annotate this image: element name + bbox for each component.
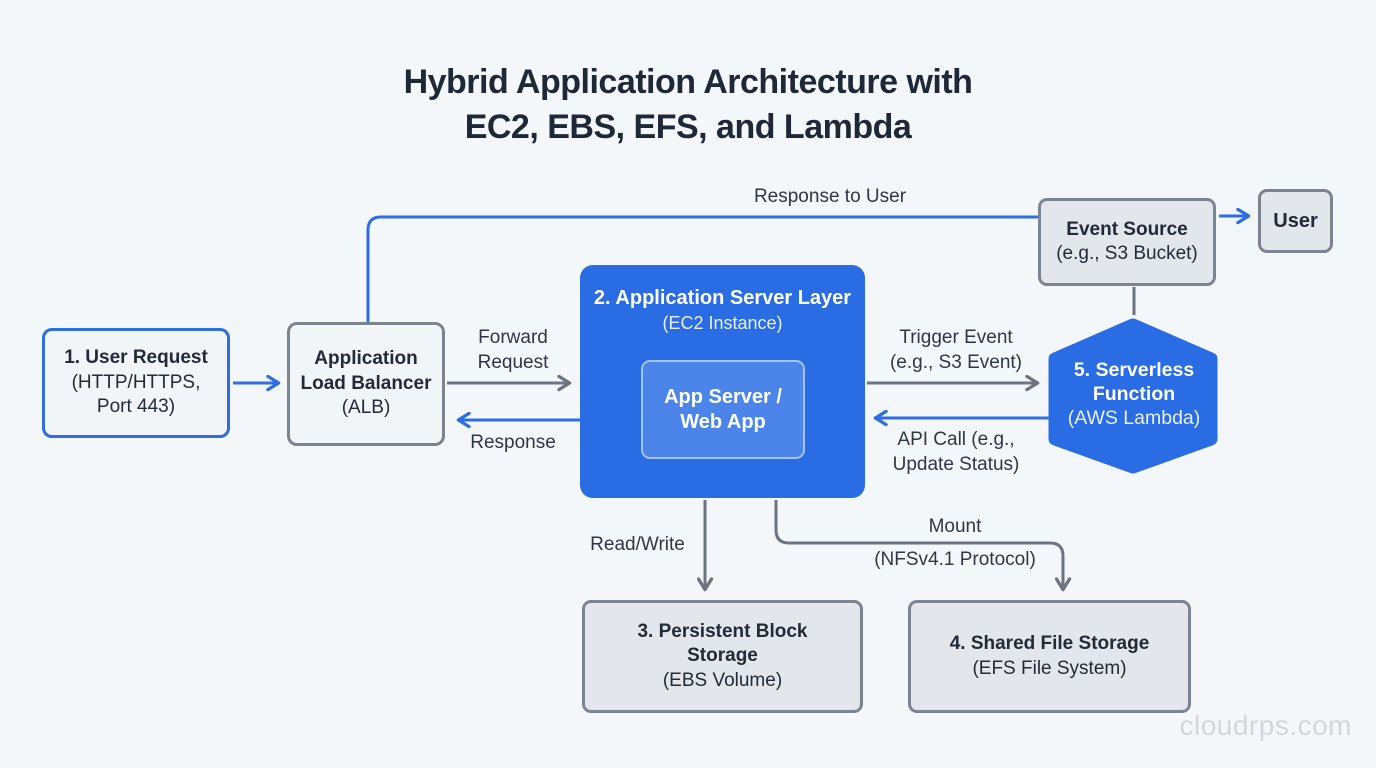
edge-label-mount-protocol: (NFSv4.1 Protocol): [874, 549, 1036, 570]
node-alb: Application Load Balancer (ALB): [287, 322, 445, 446]
node-lambda-label: 5. Serverless Function (AWS Lambda): [1048, 358, 1220, 430]
edge-label-forward-request-line1: Forward: [478, 327, 548, 348]
node-alb-title2: Load Balancer: [300, 372, 432, 394]
node-efs: 4. Shared File Storage (EFS File System): [908, 600, 1191, 713]
node-app-server-webapp-line1: App Server /: [664, 385, 782, 408]
node-event-source-title: Event Source: [1066, 218, 1188, 240]
node-ebs-sub: (EBS Volume): [662, 669, 783, 691]
edge-mount: [774, 500, 1072, 592]
edge-label-api-call-line1: API Call (e.g.,: [897, 429, 1015, 450]
node-efs-title: 4. Shared File Storage: [949, 633, 1150, 654]
edge-label-api-call: API Call (e.g., Update Status): [861, 428, 1051, 477]
node-event-source-sub: (e.g., S3 Bucket): [1056, 243, 1198, 264]
edge-label-forward-request-line2: Request: [477, 351, 549, 373]
page-title-line1: Hybrid Application Architecture with: [403, 63, 973, 101]
edge-label-trigger-event-line2: (e.g., S3 Event): [889, 351, 1022, 373]
edge-label-response-to-user: Response to User: [753, 186, 907, 207]
node-event-source: Event Source (e.g., S3 Bucket): [1038, 198, 1216, 286]
node-ebs: 3. Persistent Block Storage (EBS Volume): [582, 600, 863, 713]
node-user-request-sub2: Port 443): [96, 396, 176, 418]
node-app-server-webapp: App Server / Web App: [641, 360, 805, 459]
node-user-title: User: [1273, 209, 1318, 232]
edge-label-forward-request: Forward Request: [453, 326, 573, 375]
node-app-server-layer-title: 2. Application Server Layer: [593, 287, 852, 309]
edge-label-read-write: Read/Write: [590, 534, 685, 555]
node-user-request: 1. User Request (HTTP/HTTPS, Port 443): [42, 328, 230, 438]
edge-label-trigger-event: Trigger Event (e.g., S3 Event): [861, 326, 1051, 375]
node-efs-sub: (EFS File System): [972, 657, 1127, 679]
node-lambda-sub: (AWS Lambda): [1067, 407, 1201, 429]
node-ebs-title1: 3. Persistent Block: [637, 620, 808, 642]
watermark: cloudrps.com: [1179, 710, 1352, 741]
node-user: User: [1258, 189, 1333, 253]
node-lambda-title2: Function: [1092, 383, 1176, 405]
edge-response-to-user: [366, 215, 1045, 322]
node-user-request-title: 1. User Request: [64, 347, 208, 369]
edge-label-response: Response: [470, 432, 556, 453]
node-app-server-layer: 2. Application Server Layer (EC2 Instanc…: [580, 265, 865, 498]
edge-label-trigger-event-line1: Trigger Event: [899, 327, 1013, 348]
node-user-request-sub1: (HTTP/HTTPS,: [71, 371, 201, 393]
node-app-server-webapp-line2: Web App: [680, 410, 766, 433]
node-lambda-title1: 5. Serverless: [1073, 359, 1195, 381]
page-title: Hybrid Application Architecture with EC2…: [0, 60, 1376, 150]
lambda-hexagon: [1048, 318, 1218, 474]
node-app-server-layer-sub: (EC2 Instance): [662, 313, 783, 333]
node-alb-sub: (ALB): [341, 397, 391, 419]
page-title-line2: EC2, EBS, EFS, and Lambda: [464, 108, 912, 146]
node-alb-title1: Application: [314, 348, 418, 370]
edge-label-mount: Mount: [928, 516, 982, 537]
edge-label-api-call-line2: Update Status): [892, 453, 1020, 475]
node-ebs-title2: Storage: [687, 645, 758, 667]
